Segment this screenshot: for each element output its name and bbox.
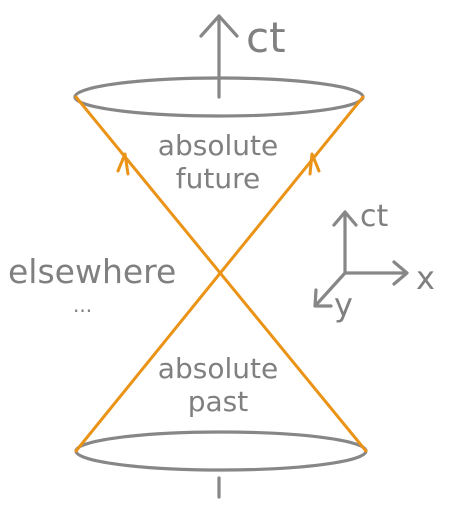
light-ray-arrowhead-left <box>116 152 130 176</box>
axes-x-arrowhead <box>392 260 409 286</box>
absolute-future-label-line1: absolute <box>158 129 278 162</box>
axes-x-label: x <box>416 259 435 297</box>
axes-y-arrowhead <box>313 288 333 308</box>
axes-y-label: y <box>334 286 353 324</box>
axes-ct-arrowhead <box>332 210 358 227</box>
light-rays <box>74 95 368 453</box>
past-cone-rim <box>74 430 368 472</box>
absolute-future-label-line2: future <box>176 162 260 195</box>
coordinate-axes: ct x y <box>313 199 435 324</box>
light-ray-arrowhead-right <box>308 152 321 176</box>
absolute-past-label-line1: absolute <box>158 352 278 385</box>
elsewhere-label: elsewhere <box>8 252 176 291</box>
elsewhere-ellipsis: ... <box>73 293 92 317</box>
axes-ct-label: ct <box>360 199 388 234</box>
absolute-past-label-line2: past <box>188 385 249 418</box>
time-axis: ct <box>199 13 286 499</box>
time-axis-arrowhead <box>199 14 239 38</box>
time-axis-label: ct <box>246 13 286 62</box>
axes-y-line <box>314 271 347 307</box>
